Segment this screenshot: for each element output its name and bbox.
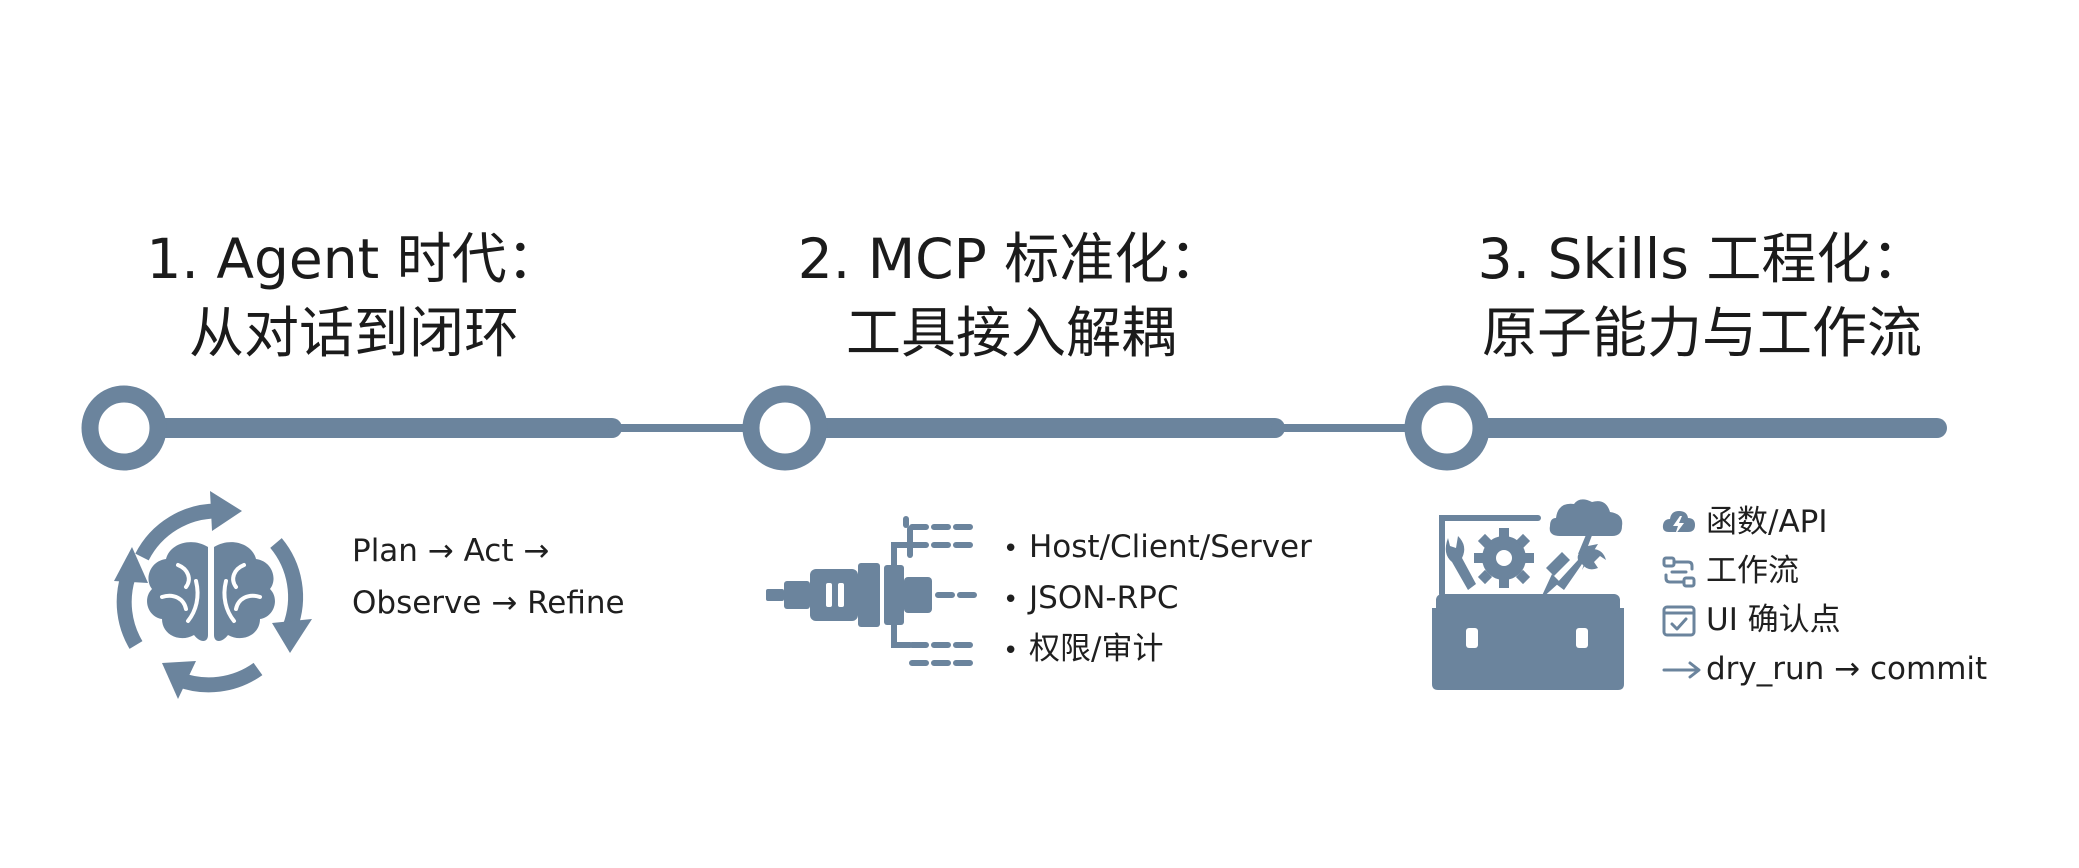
- mcp-bullet-text: JSON-RPC: [1029, 580, 1179, 616]
- plug-connector-icon: [766, 516, 979, 666]
- skills-feature-item: 工作流: [1662, 547, 1987, 596]
- skills-feature-list: 函数/API 工作流 UI 确认点: [1662, 498, 1987, 694]
- stage-2-title: 2. MCP 标准化： 工具接入解耦: [731, 222, 1291, 370]
- skills-feature-item: 函数/API: [1662, 498, 1987, 547]
- bullet-marker: •: [1003, 636, 1019, 666]
- agent-desc-line1: Plan → Act →: [352, 533, 550, 569]
- checkbox-icon: [1662, 596, 1706, 645]
- skills-feature-item: dry_run → commit: [1662, 645, 1987, 694]
- stage-2-title-line2: 工具接入解耦: [845, 301, 1176, 365]
- timeline-node-2: [742, 385, 828, 471]
- stage-3-title-line1: 3. Skills 工程化：: [1477, 227, 1927, 291]
- workflow-icon: [1662, 547, 1706, 596]
- stage-2-title-line1: 2. MCP 标准化：: [797, 227, 1225, 291]
- arrow-right-icon: [1662, 645, 1706, 694]
- skills-feature-label: dry_run → commit: [1706, 651, 1988, 687]
- stage-1-title-line2: 从对话到闭环: [188, 301, 519, 365]
- agent-cycle-description: Plan → Act → Observe → Refine: [352, 525, 625, 629]
- toolbox-icon: [1432, 499, 1624, 690]
- stage-1-title: 1. Agent 时代： 从对话到闭环: [74, 222, 634, 370]
- timeline-node-3: [1404, 385, 1490, 471]
- timeline-node-1: [81, 385, 167, 471]
- skills-feature-label: 工作流: [1706, 553, 1799, 589]
- stage-1-title-line1: 1. Agent 时代：: [146, 227, 562, 291]
- mcp-bullet-text: Host/Client/Server: [1029, 529, 1312, 565]
- mcp-feature-list: • Host/Client/Server • JSON-RPC • 权限/审计: [1003, 523, 1312, 676]
- mcp-bullet-item: • 权限/审计: [1003, 625, 1312, 676]
- bullet-marker: •: [1003, 585, 1019, 615]
- mcp-bullet-item: • Host/Client/Server: [1003, 523, 1312, 574]
- brain-cycle-icon: [114, 491, 312, 699]
- cloud-bolt-icon: [1662, 498, 1706, 547]
- stage-3-title: 3. Skills 工程化： 原子能力与工作流: [1422, 222, 1982, 370]
- mcp-bullet-item: • JSON-RPC: [1003, 574, 1312, 625]
- bullet-marker: •: [1003, 534, 1019, 564]
- skills-feature-label: 函数/API: [1706, 504, 1828, 540]
- skills-feature-label: UI 确认点: [1706, 602, 1841, 638]
- skills-feature-item: UI 确认点: [1662, 596, 1987, 645]
- mcp-bullet-text: 权限/审计: [1029, 631, 1164, 667]
- stage-3-title-line2: 原子能力与工作流: [1481, 301, 1922, 365]
- agent-desc-line2: Observe → Refine: [352, 585, 625, 621]
